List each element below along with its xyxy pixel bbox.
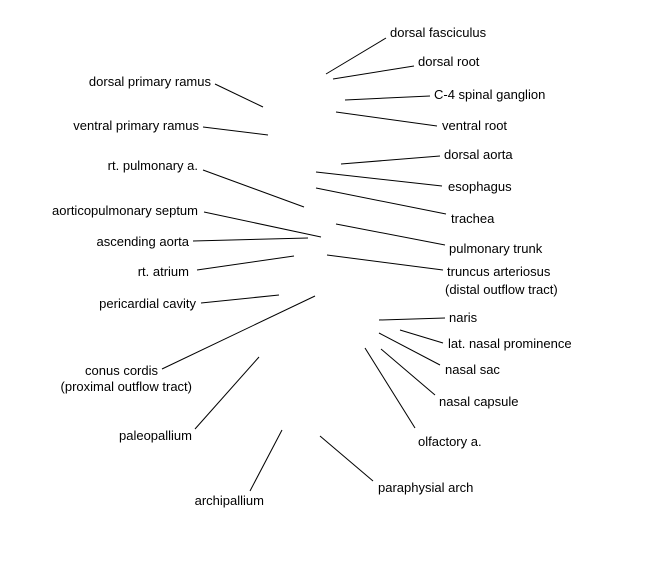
label-esophagus: esophagus [448,179,512,194]
label-dorsal-fasciculus: dorsal fasciculus [390,25,487,40]
label-dorsal-root: dorsal root [418,54,480,69]
label-truncus-arteriosus: truncus arteriosus [447,264,551,279]
label-c4-spinal-ganglion: C-4 spinal ganglion [434,87,545,102]
label-group-truncus-arteriosus: truncus arteriosus (distal outflow tract… [326,254,558,297]
leader-line-nasal-capsule [380,348,436,396]
leader-line-esophagus [315,171,443,187]
label-dorsal-primary-ramus: dorsal primary ramus [89,74,212,89]
leader-line-pulmonary-trunk [335,223,446,246]
label-naris: naris [449,310,478,325]
label-group-ventral-root: ventral root [335,111,507,133]
leader-line-conus-cordis [161,295,316,370]
leader-line-trachea [315,187,447,215]
label-group-trachea: trachea [315,187,495,226]
leader-line-aorticopulmonary-septum [203,211,322,238]
leader-line-truncus-arteriosus [326,254,444,271]
leader-line-pericardial-cavity [200,294,280,304]
label-group-aorticopulmonary-septum: aorticopulmonary septum [52,203,322,238]
label-group-dorsal-aorta: dorsal aorta [340,147,513,165]
label-group-ventral-primary-ramus: ventral primary ramus [73,118,269,136]
leader-line-dorsal-fasciculus [325,37,387,75]
label-group-nasal-sac: nasal sac [378,332,500,377]
label-group-archipallium: archipallium [195,429,283,508]
label-group-dorsal-primary-ramus: dorsal primary ramus [89,74,264,108]
label-group-olfactory-a: olfactory a. [364,347,482,449]
label-pericardial-cavity: pericardial cavity [99,296,196,311]
label-nasal-capsule: nasal capsule [439,394,519,409]
leader-line-olfactory-a [364,347,416,429]
label-group-esophagus: esophagus [315,171,512,194]
label-rt-atrium: rt. atrium [138,264,189,279]
leader-line-rt-pulmonary-a [202,169,305,208]
leader-line-naris [378,317,446,321]
leader-line-dorsal-root [332,65,415,80]
leader-line-ascending-aorta [192,237,309,242]
label-conus-cordis-sub: (proximal outflow tract) [61,379,192,394]
leader-line-archipallium [249,429,283,492]
label-ventral-primary-ramus: ventral primary ramus [73,118,199,133]
label-trachea: trachea [451,211,495,226]
label-group-conus-cordis: conus cordis (proximal outflow tract) [61,295,316,394]
label-group-lat-nasal-prominence: lat. nasal prominence [399,329,572,351]
leader-line-ventral-primary-ramus [202,126,269,136]
label-group-rt-pulmonary-a: rt. pulmonary a. [108,158,305,208]
label-dorsal-aorta: dorsal aorta [444,147,513,162]
label-group-paleopallium: paleopallium [119,356,260,443]
label-paraphysial-arch: paraphysial arch [378,480,473,495]
label-paleopallium: paleopallium [119,428,192,443]
label-group-naris: naris [378,310,478,325]
label-group-paraphysial-arch: paraphysial arch [319,435,473,495]
label-olfactory-a: olfactory a. [418,434,482,449]
leader-line-dorsal-primary-ramus [214,83,264,108]
label-group-rt-atrium: rt. atrium [138,255,295,279]
label-ventral-root: ventral root [442,118,507,133]
label-conus-cordis: conus cordis [85,363,158,378]
label-group-ascending-aorta: ascending aorta [96,234,309,249]
leader-line-rt-atrium [196,255,295,271]
label-group-dorsal-root: dorsal root [332,54,480,80]
label-group-c4-spinal-ganglion: C-4 spinal ganglion [344,87,545,102]
label-group-pulmonary-trunk: pulmonary trunk [335,223,543,256]
label-archipallium: archipallium [195,493,264,508]
leader-line-paleopallium [194,356,260,430]
leader-line-paraphysial-arch [319,435,374,482]
leader-line-nasal-sac [378,332,441,366]
leader-line-c4-spinal-ganglion [344,95,431,101]
label-nasal-sac: nasal sac [445,362,500,377]
label-truncus-arteriosus-sub: (distal outflow tract) [445,282,558,297]
leader-line-lat-nasal-prominence [399,329,444,344]
label-group-nasal-capsule: nasal capsule [380,348,519,409]
label-lat-nasal-prominence: lat. nasal prominence [448,336,572,351]
label-group-pericardial-cavity: pericardial cavity [99,294,280,311]
label-group-dorsal-fasciculus: dorsal fasciculus [325,25,487,75]
leader-line-dorsal-aorta [340,155,441,165]
label-rt-pulmonary-a: rt. pulmonary a. [108,158,198,173]
label-aorticopulmonary-septum: aorticopulmonary septum [52,203,198,218]
label-ascending-aorta: ascending aorta [96,234,189,249]
label-pulmonary-trunk: pulmonary trunk [449,241,543,256]
leader-line-ventral-root [335,111,438,127]
